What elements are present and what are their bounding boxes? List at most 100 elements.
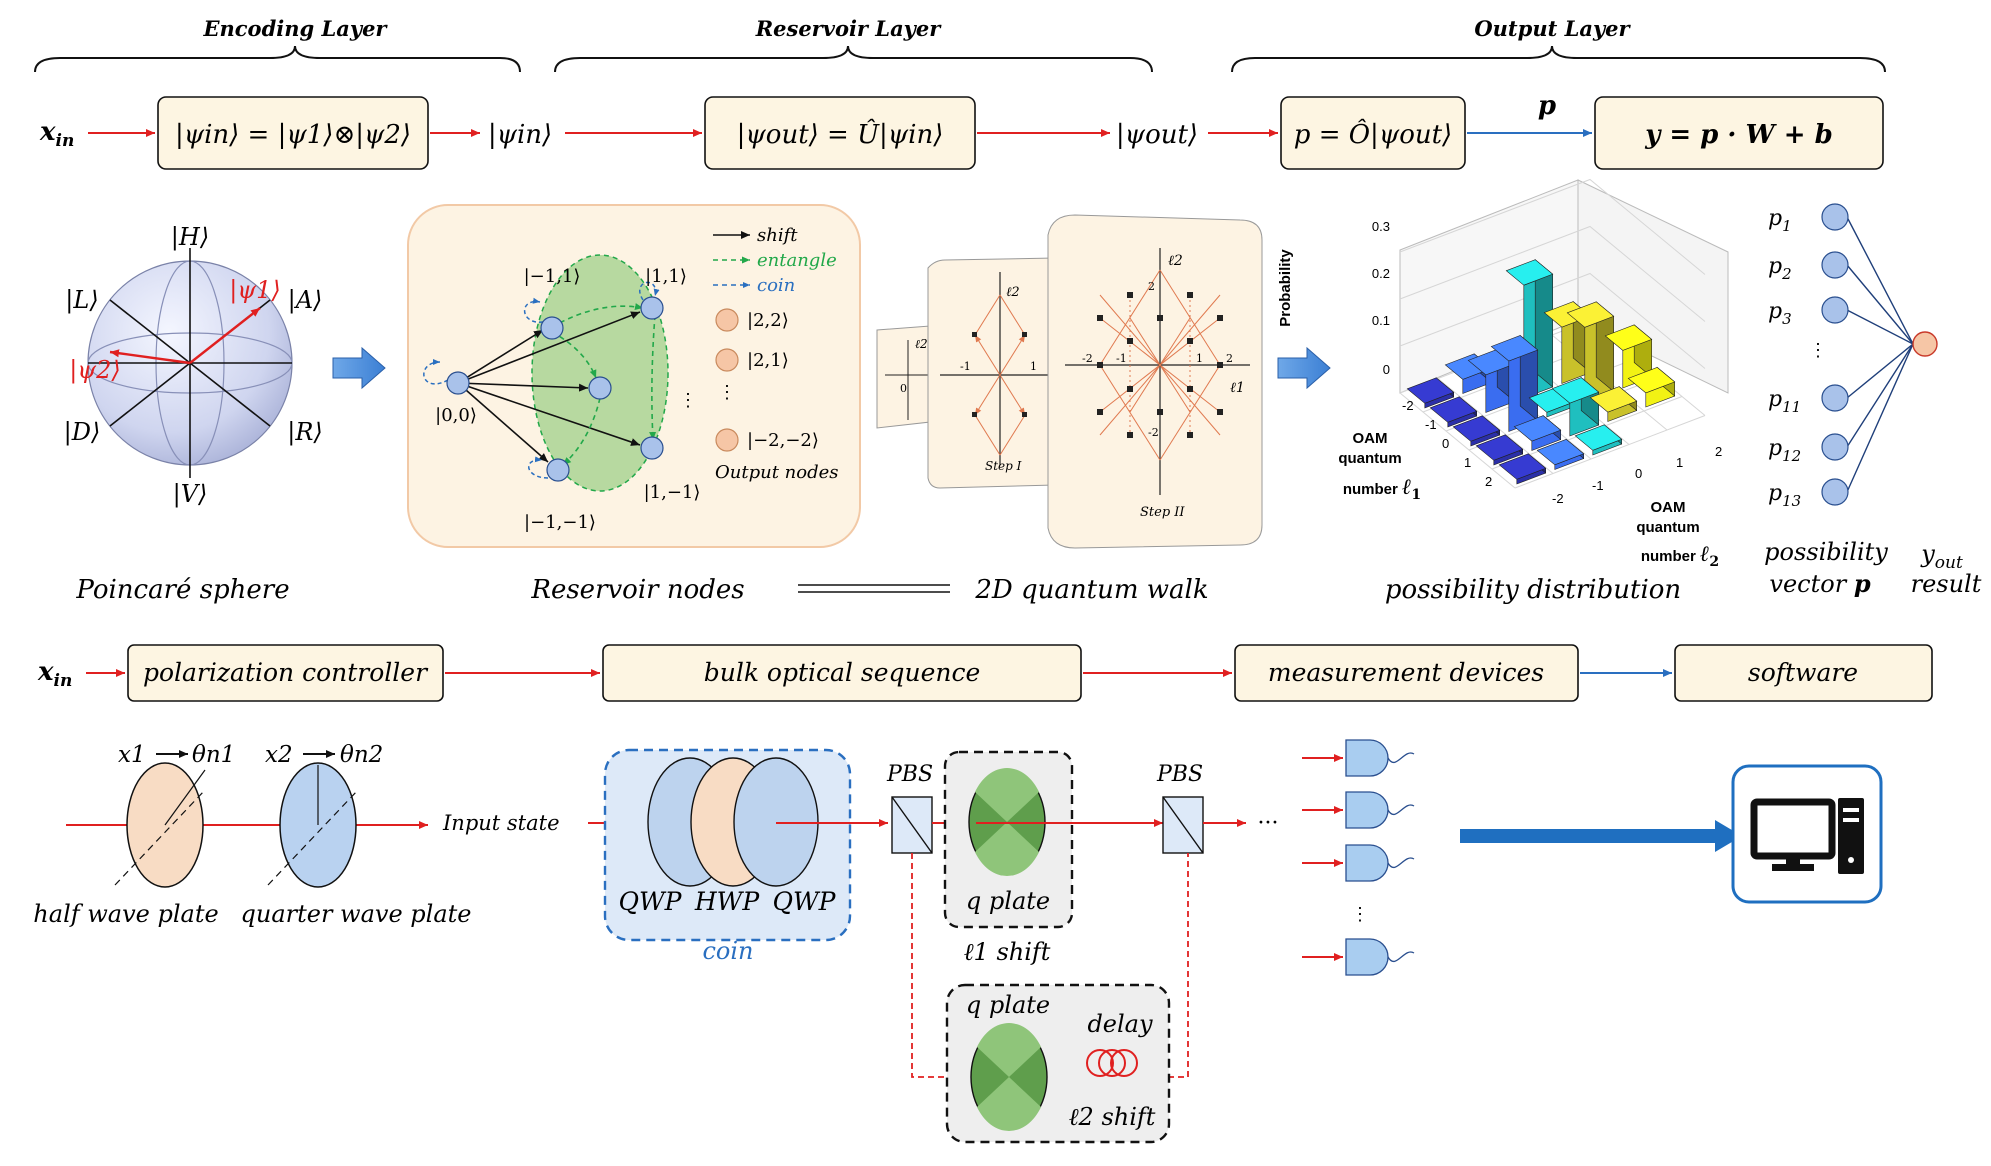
- edge-p11: [1846, 343, 1914, 399]
- tower-icon: [1838, 798, 1864, 874]
- z-tick-0.2: 0.2: [1372, 266, 1390, 281]
- l1-tick-1: 1: [1464, 455, 1471, 470]
- bar-l1_1-l2_-1: [1513, 414, 1562, 451]
- big-arrow-to-computer-head: [1715, 820, 1742, 852]
- walk1-move-e: [974, 294, 1001, 336]
- l2-tick-1: 1: [1676, 455, 1683, 470]
- output-nodes-label: Output nodes: [715, 462, 839, 483]
- psi1-label: |ψ1⟩: [229, 276, 281, 305]
- linear-readout-box: [1594, 96, 1884, 170]
- x1-label: x1: [118, 742, 146, 768]
- walk1-move-b: [999, 334, 1026, 376]
- bar-top-face: [1429, 396, 1478, 423]
- coin-loop-11: [639, 281, 660, 301]
- detectors: [1302, 739, 1415, 976]
- coin-loop-00: [423, 359, 449, 385]
- detector-2-cable: [1387, 857, 1415, 869]
- output-brace: [1231, 45, 1886, 73]
- psi-in-label: |ψin⟩: [488, 120, 552, 150]
- walk-card2-l2: ℓ2: [1168, 253, 1183, 269]
- polarization-controller-label: polarization controller: [143, 658, 429, 687]
- bottom-flow: xin polarization controller bulk optical…: [37, 644, 1933, 702]
- coin-loop-m11: [523, 297, 544, 323]
- psi2-label: |ψ2⟩: [69, 356, 121, 385]
- node-0-0-label: |0,0⟩: [435, 405, 477, 426]
- node-center: [588, 376, 612, 400]
- z-gridline-1: [1399, 225, 1706, 322]
- walk1-move-a: [974, 334, 1001, 376]
- z-tick-0.3: 0.3: [1372, 219, 1390, 234]
- y-out-label: yout: [1920, 540, 1963, 573]
- bar-top-face: [1536, 438, 1585, 466]
- walk-card1-l2: ℓ2: [1006, 285, 1020, 300]
- l2-tick-m1: -1: [1592, 478, 1604, 493]
- monitor-stand-icon: [1786, 856, 1800, 866]
- computer-icon: [1731, 764, 1883, 904]
- p-node-p11: [1821, 384, 1849, 412]
- polarization-optics: x1 θn1 x2 θn2 half wave plate quarter wa…: [33, 742, 559, 928]
- walk-card2-tick-1: 1: [1196, 352, 1203, 365]
- bar-top-face: [1574, 424, 1623, 451]
- walk1-move-c: [974, 374, 1001, 416]
- z-tick-0: 0: [1383, 362, 1390, 377]
- floor-grid-l2-0: [1399, 392, 1516, 489]
- walk1-move-g: [974, 414, 1001, 456]
- bar-l1_0-l2_1: [1566, 301, 1615, 403]
- l1-title-line2: quantum: [1338, 450, 1401, 467]
- state-R: |R⟩: [287, 418, 323, 447]
- bar-l1_2-l2_-2: [1498, 453, 1547, 485]
- walk-card2-tick-m1: -1: [1116, 352, 1127, 365]
- detector-1-cable: [1387, 804, 1415, 816]
- walk1-site-b: [1022, 332, 1027, 337]
- p-node-p1: [1821, 203, 1849, 231]
- coin-label: coin: [702, 937, 753, 965]
- coin-qwp-2-label: QWP: [772, 887, 836, 916]
- tower-slot-2: [1843, 818, 1859, 822]
- detector-3-icon: [1345, 938, 1389, 976]
- tower-slot-1: [1843, 808, 1859, 812]
- reservoir-caption: Reservoir nodes: [530, 575, 744, 605]
- layer-headers: Encoding Layer Reservoir Layer Output La…: [34, 16, 1886, 73]
- coin-hwp-label: HWP: [694, 887, 760, 916]
- walk2-lattice: [1099, 269, 1221, 461]
- bar-top-face: [1406, 377, 1455, 404]
- shift-00-to-11: [457, 311, 641, 384]
- floor-grid-l1-5: [1514, 415, 1706, 489]
- bar-top-face: [1452, 415, 1501, 442]
- edge-p13: [1846, 343, 1914, 493]
- reservoir-panel: |0,0⟩ |−1,1⟩ |1,1⟩ |1,−1⟩ |−1,−1⟩ shift …: [407, 204, 861, 548]
- q-plate-1-sector-top: [975, 768, 1039, 822]
- p-label-p12: p12: [1768, 436, 1801, 465]
- detector-0-icon: [1345, 739, 1389, 777]
- q-plate-2-sector-bottom: [977, 1077, 1041, 1131]
- output-node-2-2-label: |2,2⟩: [747, 310, 789, 331]
- p-label-p1: p1: [1768, 206, 1792, 235]
- z-gridline-2: [1399, 178, 1706, 275]
- walk-card-step2: [1047, 214, 1263, 549]
- linear-readout-equation: y = p · W + b: [1644, 120, 1833, 150]
- l2-tick-2: 2: [1715, 444, 1722, 459]
- node-1-1: [640, 296, 664, 320]
- bar-top-face: [1505, 259, 1554, 286]
- q-plate-1-label: q plate: [966, 887, 1050, 915]
- shift-00-to-m1m1: [457, 382, 549, 463]
- l1-shift-label: ℓ1 shift: [964, 938, 1051, 966]
- tower-power: [1848, 857, 1854, 863]
- bar-top-face: [1513, 415, 1562, 442]
- distribution-caption: possibility distribution: [1385, 575, 1681, 605]
- x2-label: x2: [265, 742, 293, 768]
- qwp-fast-axis-dashed: [267, 789, 359, 886]
- measure-box: [1280, 96, 1466, 170]
- node-0-0: [446, 371, 470, 395]
- bar-top-face: [1604, 324, 1653, 351]
- l1-tick-m2: -2: [1402, 398, 1414, 413]
- y-axis-title-l2: OAM quantum number ℓ2: [1636, 499, 1719, 570]
- node-1-m1-label: |1,−1⟩: [644, 482, 701, 503]
- q-plate-1-sector-bottom: [975, 822, 1039, 876]
- walk1-move-f: [999, 294, 1026, 336]
- result-label: result: [1911, 570, 1982, 598]
- z-axis-title: Probability: [1277, 249, 1294, 327]
- state-A: |A⟩: [288, 286, 323, 315]
- poincare-sphere: |H⟩ |V⟩ |L⟩ |A⟩ |D⟩ |R⟩ |ψ1⟩ |ψ2⟩ Poinca…: [64, 223, 323, 605]
